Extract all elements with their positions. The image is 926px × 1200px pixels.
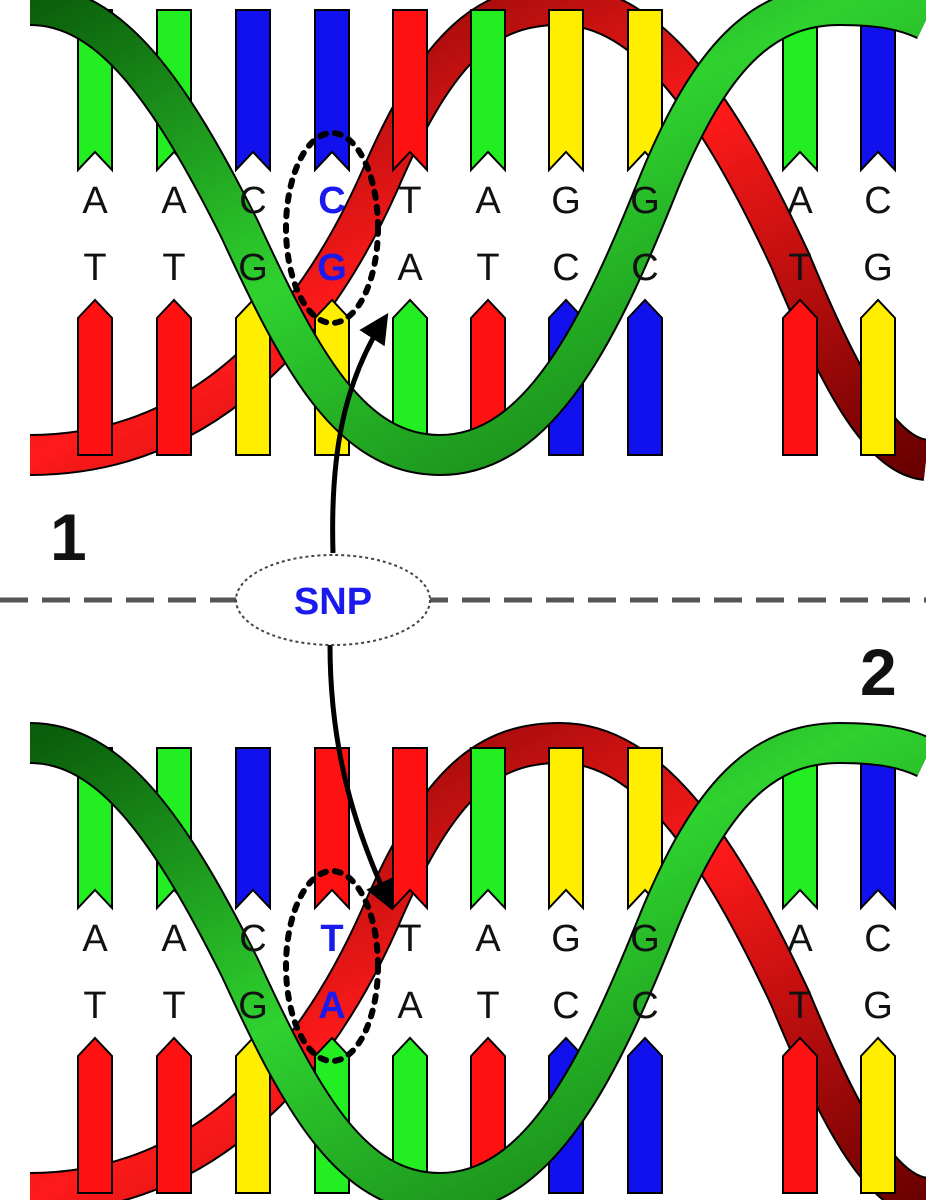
base-label-bottom-8: C [631, 985, 658, 1027]
base-label-top-3: C [239, 918, 266, 960]
snp-arrow-down [327, 644, 394, 911]
snp-arrow-up [330, 312, 389, 554]
base-label-bottom-4: A [318, 985, 345, 1027]
base-label-bottom-3: G [238, 985, 268, 1027]
base-bottom-1 [77, 1036, 113, 1194]
green-strand [29, 0, 926, 475]
base-label-bottom-7: C [552, 985, 579, 1027]
base-bottom-3 [235, 298, 271, 456]
base-label-top-7: G [551, 918, 581, 960]
base-label-bottom-1: T [83, 985, 106, 1027]
base-label-bottom-6: T [476, 985, 499, 1027]
base-label-top-5: T [398, 918, 421, 960]
base-label-top-7: G [551, 180, 581, 222]
panel-number-2: 2 [860, 635, 897, 709]
base-top-4 [314, 9, 350, 173]
base-label-bottom-7: C [552, 247, 579, 289]
green-strand [29, 723, 926, 1200]
base-label-top-10: C [864, 180, 891, 222]
base-label-top-6: A [475, 918, 501, 960]
base-bottom-8 [627, 1036, 663, 1194]
base-top-7 [548, 747, 584, 911]
base-bottom-1 [77, 298, 113, 456]
snp-highlight-ring [283, 868, 381, 1064]
base-label-bottom-4: G [317, 247, 347, 289]
snp-highlight-ring [283, 130, 381, 326]
base-label-bottom-2: T [162, 247, 185, 289]
base-bottom-10 [860, 1036, 896, 1194]
base-label-bottom-9: T [788, 985, 811, 1027]
base-top-10 [860, 9, 896, 173]
base-label-top-6: A [475, 180, 501, 222]
base-bottom-2 [156, 298, 192, 456]
base-label-top-1: A [82, 180, 108, 222]
base-top-5 [392, 747, 428, 911]
base-bottom-9 [782, 1036, 818, 1194]
base-label-top-1: A [82, 918, 108, 960]
base-label-top-8: G [630, 918, 660, 960]
base-bottom-8 [627, 298, 663, 456]
base-bottom-10 [860, 298, 896, 456]
base-label-bottom-3: G [238, 247, 268, 289]
base-label-bottom-10: G [863, 247, 893, 289]
panel-number-1: 1 [50, 500, 87, 574]
base-top-3 [235, 747, 271, 911]
base-label-bottom-6: T [476, 247, 499, 289]
base-label-bottom-1: T [83, 247, 106, 289]
base-top-3 [235, 9, 271, 173]
base-label-bottom-5: A [397, 247, 423, 289]
snp-label-bubble [235, 554, 431, 646]
base-label-bottom-9: T [788, 247, 811, 289]
base-label-top-3: C [239, 180, 266, 222]
base-top-6 [470, 9, 506, 173]
base-label-top-9: A [787, 918, 813, 960]
base-label-top-10: C [864, 918, 891, 960]
base-label-top-2: A [161, 918, 187, 960]
base-label-bottom-8: C [631, 247, 658, 289]
base-label-top-4: C [318, 180, 345, 222]
snp-label: SNP [294, 581, 372, 623]
base-label-bottom-10: G [863, 985, 893, 1027]
base-top-5 [392, 9, 428, 173]
base-bottom-3 [235, 1036, 271, 1194]
base-top-6 [470, 747, 506, 911]
base-label-top-9: A [787, 180, 813, 222]
base-top-7 [548, 9, 584, 173]
base-label-top-8: G [630, 180, 660, 222]
base-label-top-2: A [161, 180, 187, 222]
base-bottom-2 [156, 1036, 192, 1194]
base-top-10 [860, 747, 896, 911]
base-label-bottom-5: A [397, 985, 423, 1027]
base-label-top-5: T [398, 180, 421, 222]
base-label-bottom-2: T [162, 985, 185, 1027]
base-bottom-9 [782, 298, 818, 456]
base-label-top-4: T [320, 918, 343, 960]
